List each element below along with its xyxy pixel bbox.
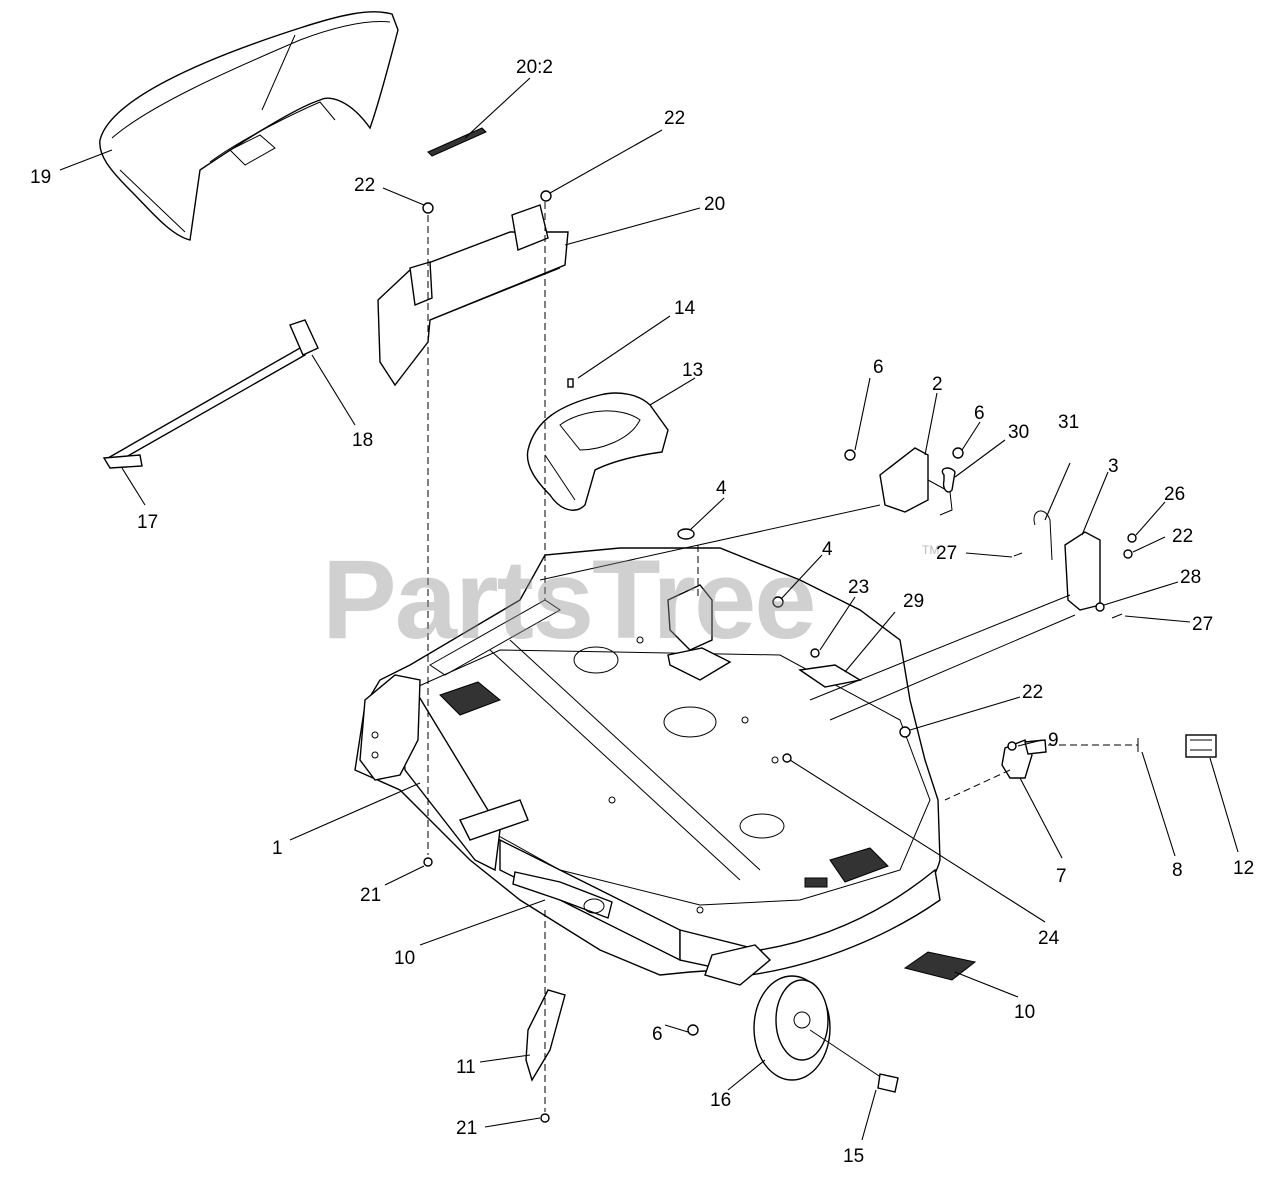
linkage-rod[interactable] bbox=[102, 319, 319, 469]
callout-22: 22 bbox=[1172, 526, 1193, 547]
callout-22: 22 bbox=[1022, 682, 1043, 703]
callout-7: 7 bbox=[1056, 866, 1067, 887]
belt-cover[interactable] bbox=[526, 392, 669, 511]
pin-14[interactable] bbox=[567, 378, 574, 388]
callout-4: 4 bbox=[822, 539, 833, 560]
callout-24: 24 bbox=[1038, 928, 1060, 949]
callout-9: 9 bbox=[1048, 730, 1059, 751]
leader-lines bbox=[59, 77, 1239, 1141]
callout-14: 14 bbox=[674, 298, 696, 319]
support-bar-29[interactable] bbox=[798, 664, 862, 688]
callout-2: 2 bbox=[932, 374, 943, 395]
callout-28: 28 bbox=[1180, 567, 1201, 588]
callout-27: 27 bbox=[936, 543, 957, 564]
callout-6: 6 bbox=[974, 403, 985, 424]
wheel-bolt[interactable] bbox=[809, 1029, 899, 1093]
assembly-dashed-lines bbox=[427, 202, 1138, 1112]
callout-18: 18 bbox=[352, 430, 373, 451]
height-bracket[interactable] bbox=[879, 447, 953, 516]
callout-31: 31 bbox=[1058, 412, 1079, 433]
callout-8: 8 bbox=[1172, 860, 1183, 881]
anti-scalp-wheel[interactable] bbox=[704, 944, 831, 1081]
callout-13: 13 bbox=[682, 360, 703, 381]
callout-27: 27 bbox=[1192, 614, 1213, 635]
callout-12: 12 bbox=[1233, 858, 1254, 879]
callout-29: 29 bbox=[903, 591, 924, 612]
hose-adapter[interactable] bbox=[1185, 734, 1217, 758]
callout-labels: 19 20:2 22 22 20 14 13 18 17 6 2 6 30 31… bbox=[30, 57, 1254, 1167]
rear-rods bbox=[539, 504, 1076, 721]
callout-11: 11 bbox=[456, 1057, 476, 1078]
callout-4: 4 bbox=[716, 478, 727, 499]
svg-text:TM: TM bbox=[922, 543, 939, 557]
callout-20-2: 20:2 bbox=[516, 57, 553, 78]
callout-23: 23 bbox=[848, 577, 869, 598]
callout-10: 10 bbox=[1014, 1002, 1035, 1023]
callout-3: 3 bbox=[1108, 456, 1119, 477]
callout-15: 15 bbox=[843, 1146, 864, 1167]
hardware bbox=[422, 190, 1137, 1123]
callout-21: 21 bbox=[360, 885, 381, 906]
callout-19: 19 bbox=[30, 167, 51, 188]
callout-1: 1 bbox=[272, 838, 283, 859]
callout-22: 22 bbox=[354, 175, 375, 196]
callout-16: 16 bbox=[710, 1090, 731, 1111]
callout-21: 21 bbox=[456, 1118, 477, 1139]
callout-10: 10 bbox=[394, 948, 415, 969]
mower-deck[interactable] bbox=[354, 547, 941, 976]
callout-22: 22 bbox=[664, 108, 685, 129]
watermark: PartsTree TM bbox=[322, 537, 939, 662]
decal-front-skirt[interactable] bbox=[512, 871, 613, 919]
callout-6: 6 bbox=[652, 1024, 663, 1045]
callout-20: 20 bbox=[704, 194, 725, 215]
deflector-plate[interactable] bbox=[377, 204, 569, 387]
callout-26: 26 bbox=[1164, 484, 1185, 505]
callout-6: 6 bbox=[873, 357, 884, 378]
decal-20-2[interactable] bbox=[427, 127, 487, 157]
discharge-chute[interactable] bbox=[99, 11, 399, 241]
rear-bracket[interactable] bbox=[1033, 510, 1101, 611]
callout-30: 30 bbox=[1008, 422, 1029, 443]
svg-text:PartsTree: PartsTree bbox=[322, 537, 815, 662]
callout-17: 17 bbox=[137, 512, 158, 533]
